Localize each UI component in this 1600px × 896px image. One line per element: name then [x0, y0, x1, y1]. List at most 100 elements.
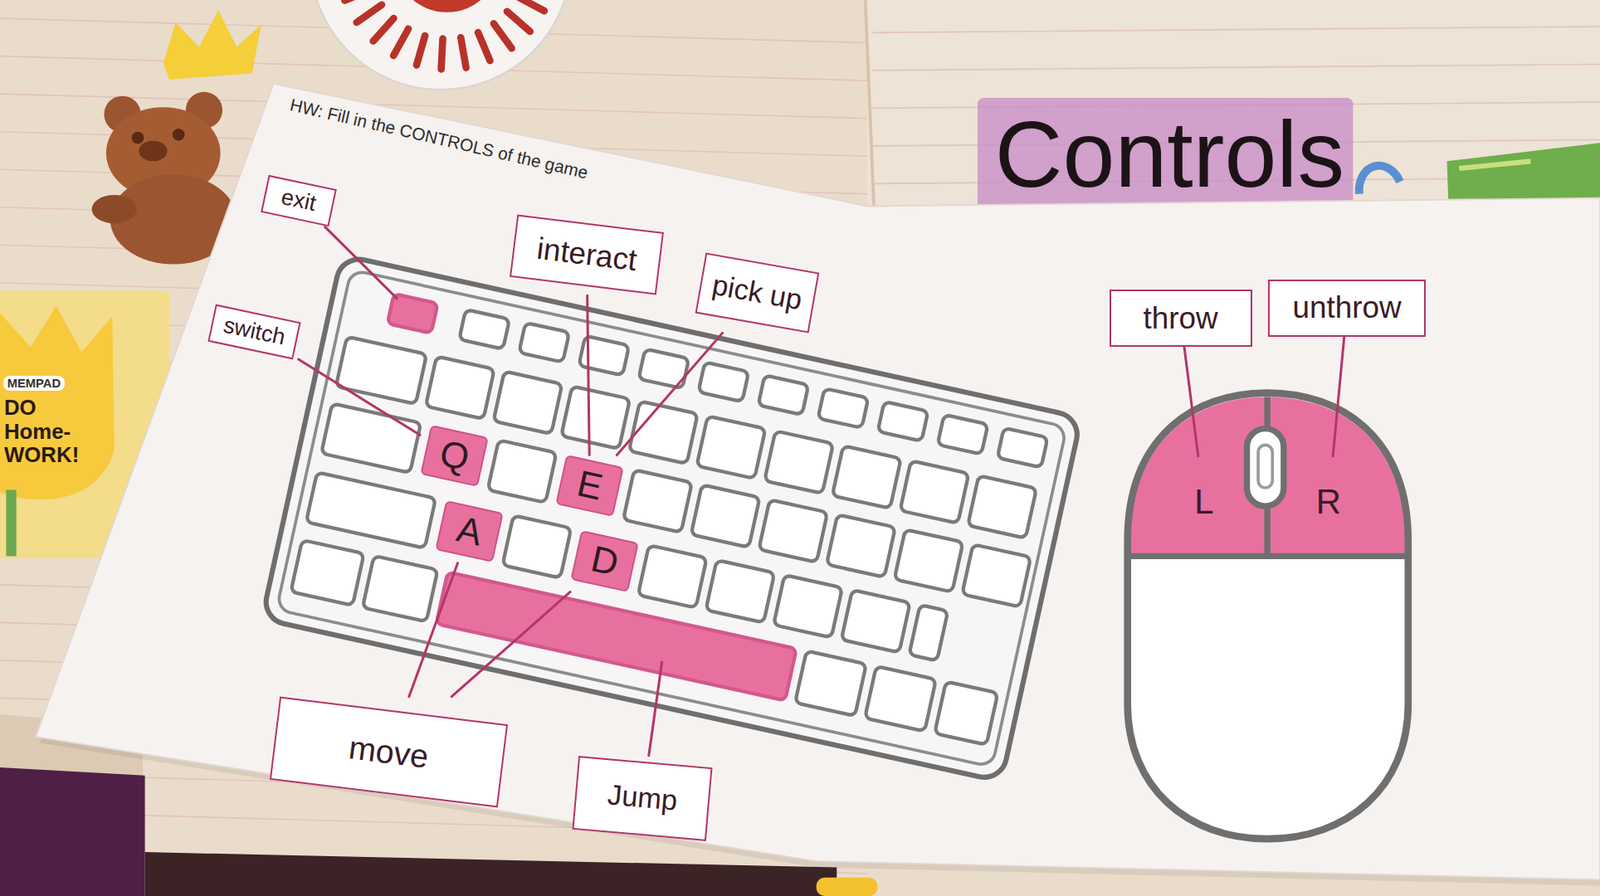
bear-eye	[172, 128, 186, 142]
keyboard-key	[638, 349, 689, 390]
mouse	[1127, 393, 1409, 840]
mouse-button: L	[1173, 456, 1235, 549]
note-text: DO Home- WORK!	[4, 395, 90, 467]
crown-doodle	[163, 9, 262, 80]
keyboard-key	[967, 475, 1037, 538]
keyboard-key	[425, 356, 495, 420]
keyboard-key	[487, 439, 557, 503]
scroll-wheel	[1247, 429, 1284, 507]
keyboard-key	[578, 336, 630, 376]
leader-line	[616, 332, 722, 455]
bear-nose	[138, 141, 167, 162]
sun-ray	[344, 0, 373, 1]
mug-stripe	[1458, 160, 1531, 169]
highlighted-key	[436, 571, 797, 701]
keyboard-key	[894, 529, 964, 592]
keyboard-key	[826, 514, 896, 577]
sun-ray	[416, 35, 425, 65]
key-letter: A	[452, 508, 486, 556]
keyboard-key	[832, 445, 902, 508]
keyboard-key	[493, 371, 563, 435]
keyboard-key	[937, 414, 989, 455]
bear-arm	[92, 195, 137, 224]
ruled-line	[872, 63, 1600, 70]
control-label: throw	[1143, 301, 1219, 337]
key-letter: Q	[435, 433, 474, 481]
sun-disc	[310, 0, 572, 90]
leader-line	[298, 359, 420, 435]
keyboard-key	[697, 361, 749, 402]
mug-handle	[1359, 165, 1400, 195]
mouse-buttons	[1130, 396, 1405, 557]
leader-line	[1332, 336, 1345, 457]
keyboard-key	[691, 484, 761, 547]
title-highlight	[977, 97, 1353, 215]
keyboard-key	[336, 336, 427, 405]
button-divider	[1127, 553, 1409, 560]
keyboard-key	[773, 575, 843, 638]
keyboard-key	[458, 309, 510, 350]
keyboard-key	[290, 540, 364, 606]
keyboard-key	[764, 430, 834, 493]
control-label: pick up	[709, 268, 805, 318]
keyboard-key	[864, 666, 937, 732]
keyboard-key	[934, 682, 998, 746]
sun-ray	[441, 39, 444, 70]
scroll-wheel-inner	[1258, 444, 1273, 488]
button-letter: R	[1316, 482, 1342, 522]
sun-ray	[493, 23, 513, 49]
callout-box: unthrow	[1268, 279, 1427, 337]
mouse-button: R	[1297, 456, 1360, 549]
leader-line	[409, 563, 459, 698]
keyboard-key	[502, 515, 571, 578]
control-label: switch	[220, 312, 288, 352]
teddy-bear-doodle	[92, 92, 238, 265]
keyboard-key	[878, 401, 929, 442]
leader-line	[1184, 346, 1199, 457]
keyboard-outline	[262, 255, 1082, 782]
sun-ray	[373, 18, 395, 41]
keyboard-key	[758, 499, 828, 562]
leader-line	[325, 226, 398, 299]
homework-paper	[35, 83, 1600, 880]
keyboard-key	[306, 472, 436, 549]
keyboard-key	[362, 556, 439, 622]
keyboard-key	[560, 386, 630, 449]
key-letter: E	[573, 463, 607, 510]
keyboard-key	[629, 400, 698, 464]
keyboard-key	[795, 651, 867, 717]
tulip-stem	[5, 489, 16, 557]
control-label: move	[346, 728, 431, 776]
disc-center	[394, 0, 501, 13]
mouse-outline	[1127, 393, 1409, 840]
highlighted-key	[387, 293, 439, 334]
keyboard-key	[638, 545, 708, 608]
keyboard-key	[961, 544, 1031, 607]
yellow-object	[816, 878, 879, 896]
keyboard-key	[623, 469, 693, 532]
keyboard-key	[908, 604, 948, 661]
leader-line	[451, 591, 571, 697]
keyboard-key	[818, 388, 869, 429]
bear-eye	[131, 131, 145, 145]
control-label: Jump	[606, 779, 679, 819]
sun-ray	[460, 37, 466, 68]
leader-line	[648, 662, 663, 757]
purple-cover	[0, 767, 146, 896]
leader-line	[587, 295, 591, 455]
control-label: unthrow	[1292, 290, 1401, 326]
sun-ray	[478, 32, 490, 61]
keyboard	[262, 255, 1082, 782]
sun-ray	[356, 4, 382, 23]
keyboard-inner-outline	[276, 269, 1067, 767]
dark-table	[145, 852, 838, 896]
ruled-line	[872, 26, 1600, 33]
button-letter: L	[1194, 482, 1214, 522]
crown	[163, 9, 262, 80]
disc	[310, 0, 572, 90]
ruled-lines	[0, 18, 1600, 896]
callout-box: Jump	[572, 756, 713, 841]
